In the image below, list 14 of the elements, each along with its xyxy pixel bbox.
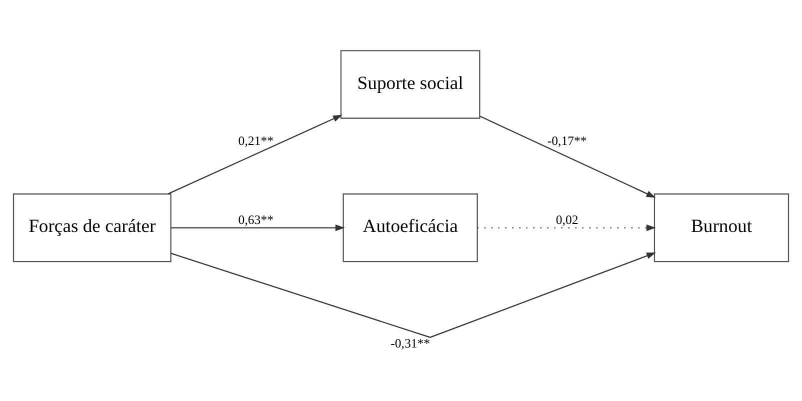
edge-label: 0,02 — [556, 212, 578, 227]
node-box: Burnout — [654, 192, 790, 262]
arrow — [168, 114, 342, 194]
arrow — [480, 115, 656, 198]
arrow — [477, 224, 656, 231]
edge-label: -0,17** — [547, 133, 587, 148]
node-box: Autoeficácia — [342, 192, 478, 262]
arrow — [171, 224, 345, 231]
node-box: Forças de caráter — [12, 192, 172, 262]
arrow — [170, 252, 656, 338]
edge-label: -0,31** — [390, 336, 430, 350]
node-box: Suporte social — [340, 50, 480, 118]
edge-label: 0,21** — [238, 133, 274, 148]
edge-label: 0,63** — [238, 212, 274, 227]
